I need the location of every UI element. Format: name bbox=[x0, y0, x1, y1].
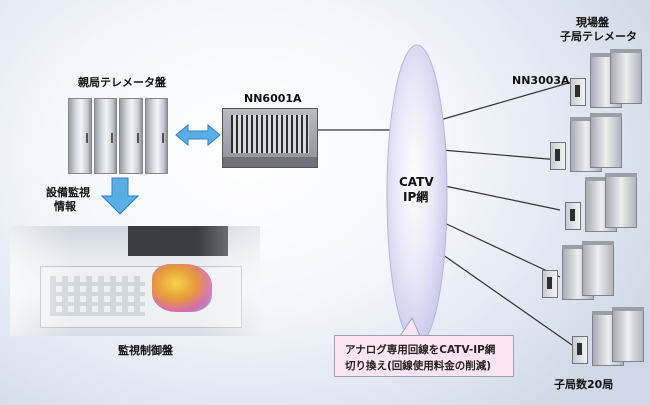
link-station-4 bbox=[437, 219, 561, 278]
callout-line-2: 切り換え(回線使用料金の削減) bbox=[345, 360, 492, 372]
link-station-5 bbox=[435, 249, 573, 346]
nn3003a-label: NN3003A bbox=[512, 74, 570, 87]
child-station-4 bbox=[542, 241, 614, 302]
control-panel-label: 監視制御盤 bbox=[118, 344, 173, 357]
link-station-3 bbox=[439, 184, 561, 211]
parent-panel-label: 親局テレメータ盤 bbox=[78, 76, 166, 89]
child-count-label: 子局数20局 bbox=[554, 378, 614, 391]
monitoring-info-label-1: 設備監視 bbox=[46, 186, 90, 199]
callout-box: アナログ専用回線をCATV-IP網 切り換え(回線使用料金の削減) bbox=[334, 335, 514, 377]
nn6001a-label: NN6001A bbox=[244, 92, 302, 105]
down-arrow-icon bbox=[100, 177, 140, 215]
site-panel-label: 現場盤 bbox=[576, 16, 609, 29]
catv-label: CATV bbox=[399, 175, 434, 189]
nn6001a-rack bbox=[222, 108, 318, 168]
link-station-2 bbox=[441, 149, 561, 161]
control-room-image bbox=[10, 226, 260, 336]
child-station-2 bbox=[550, 113, 622, 174]
callout-line-1: アナログ専用回線をCATV-IP網 bbox=[345, 344, 496, 356]
ip-network-label: IP網 bbox=[403, 190, 429, 204]
child-station-3 bbox=[565, 173, 637, 234]
link-station-1 bbox=[439, 81, 573, 121]
child-station-1 bbox=[570, 49, 642, 110]
monitoring-info-label-2: 情報 bbox=[54, 200, 76, 213]
parent-telemeter-cabinet bbox=[68, 98, 168, 174]
child-telemeter-label: 子局テレメータ bbox=[560, 30, 637, 43]
child-station-5 bbox=[572, 307, 644, 368]
double-arrow-icon bbox=[175, 123, 221, 147]
